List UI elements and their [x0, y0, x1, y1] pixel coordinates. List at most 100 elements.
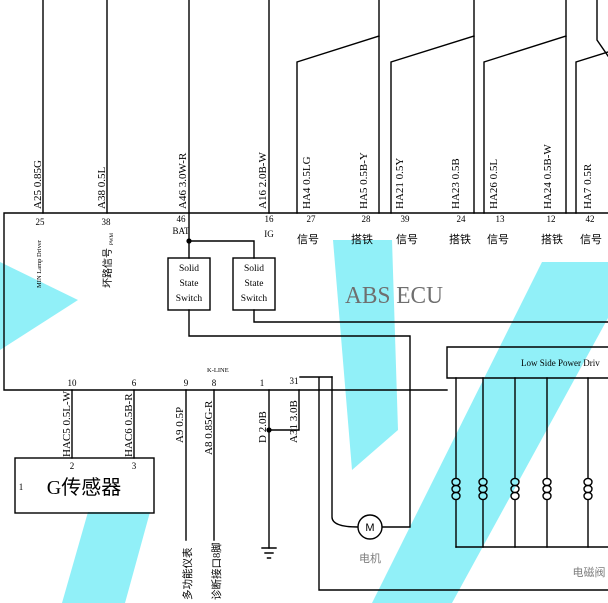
wire-label: HAC5 0.5L-W	[61, 390, 73, 457]
ig-label: IG	[264, 229, 274, 239]
bat-label: BAT	[172, 226, 190, 236]
switch-text: Switch	[176, 294, 203, 304]
pin-number: 28	[362, 214, 372, 224]
low-side-driver: Low Side Power Driv	[446, 346, 608, 379]
solenoid-coil	[542, 377, 552, 548]
watermark-shape-center	[333, 240, 398, 470]
wire-label: A46 3.0W-R	[177, 152, 189, 209]
solenoid-coils: 电磁阀	[451, 377, 608, 579]
pin-number: 1	[260, 378, 265, 388]
g-sensor-pin: 1	[19, 482, 24, 492]
pin-number: 39	[401, 214, 411, 224]
wire-label: A25 0.85G	[32, 160, 44, 209]
switch-text: State	[180, 279, 199, 289]
driver-label: Low Side Power Driv	[521, 358, 600, 368]
signal-label: 信号	[580, 233, 602, 246]
pump-motor: M 电机	[357, 514, 383, 565]
pin-number: 12	[547, 214, 556, 224]
switch-text: Switch	[241, 294, 268, 304]
pin-number: 42	[586, 214, 595, 224]
g-sensor-box	[14, 457, 155, 514]
motor-symbol	[357, 514, 383, 540]
pwm-label: PWM	[110, 233, 115, 246]
wire-label: HAC6 0.5B-R	[123, 393, 135, 457]
top-pin-numbers: 25 38 46 16 27 28 39 24 13 12 42	[36, 214, 595, 227]
g-sensor-pin: 2	[70, 461, 75, 471]
driver-box	[446, 346, 608, 379]
junction-dot	[266, 427, 272, 433]
pin-number: 10	[68, 378, 78, 388]
motor-label: 电机	[359, 551, 381, 565]
motor-supply-wire	[188, 309, 411, 528]
signal-label: 信号	[297, 233, 319, 246]
solenoid-coil	[583, 377, 593, 548]
pin-number: 38	[102, 217, 112, 227]
wire-label: A31 3.0B	[288, 400, 300, 443]
bottom-wire-labels: HAC5 0.5L-W HAC6 0.5B-R A9 0.5P A8 0.85G…	[61, 390, 300, 457]
pin-number: 24	[457, 214, 467, 224]
pin-number: 16	[265, 214, 275, 224]
watermark-shape-diagonal	[372, 262, 608, 603]
instrument-cluster-label: 多功能仪表	[181, 547, 194, 600]
top-wire-labels: A25 0.85G A38 0.5L A46 3.0W-R A16 2.0B-W…	[32, 144, 594, 209]
bottom-pin-numbers: 10 6 9 8 1 31 K-LINE	[68, 367, 299, 388]
wire-label: HA24 0.5B-W	[542, 144, 554, 209]
ecu-outline	[3, 212, 608, 391]
ground-label: 搭铁	[351, 233, 373, 246]
g-sensor-pin: 3	[132, 461, 137, 471]
solenoid-coil	[510, 377, 520, 548]
g-sensor-title: G传感器	[47, 476, 121, 499]
wire-label: HA4 0.5LG	[301, 156, 313, 209]
destinations: 多功能仪表 诊断接口8脚	[181, 542, 223, 600]
wire-label: HA26 0.5L	[488, 159, 500, 209]
wire-label: A9 0.5P	[174, 407, 186, 443]
wire-a31-ground	[268, 389, 300, 431]
switch-text: Solid	[244, 264, 264, 274]
ecu-title: ABS ECU	[345, 283, 443, 309]
pin-function-labels: MIN Lamp Driver 坏路信号 PWM BAT IG 信号 搭铁 信号…	[36, 226, 602, 288]
wire-label: A8 0.85G-R	[203, 400, 215, 455]
solenoid-supply-wire	[253, 309, 608, 323]
wire-label: A16 2.0B-W	[257, 152, 269, 209]
wire-label: HA7 0.5R	[582, 163, 594, 209]
ground-symbol	[261, 547, 277, 559]
diagnostic-port-label: 诊断接口8脚	[210, 542, 223, 600]
wire-label: D 2.0B	[257, 411, 269, 443]
switch-text: State	[245, 279, 264, 289]
wire-label: HA21 0.5Y	[394, 158, 406, 209]
signal-label: 信号	[487, 233, 509, 246]
watermark-shape-lower-left	[62, 512, 150, 603]
switch-text: Solid	[179, 264, 199, 274]
wire-label: HA23 0.5B	[450, 158, 462, 209]
ground-label: 搭铁	[449, 233, 471, 246]
solenoid-coil	[478, 377, 488, 548]
solenoid-coil	[451, 377, 461, 548]
motor-ground-wire	[299, 376, 608, 591]
mil-driver-label: MIN Lamp Driver	[36, 239, 43, 288]
wire-ha21	[390, 35, 475, 214]
bottom-harness-wires	[71, 376, 608, 591]
rough-road-label: 坏路信号	[101, 248, 114, 288]
wire-ha7	[575, 51, 608, 214]
pin-number: 25	[36, 217, 46, 227]
wire-label: A38 0.5L	[96, 167, 108, 209]
g-sensor: G传感器 1 2 3	[14, 457, 155, 514]
watermark	[0, 240, 608, 603]
bat-branch-wire	[188, 240, 255, 259]
motor-letter: M	[365, 522, 374, 534]
wire-edge-pair	[596, 0, 608, 57]
pin-number: 27	[307, 214, 317, 224]
signal-label: 信号	[396, 233, 418, 246]
pin-number: 8	[212, 378, 217, 388]
pin-number: 31	[290, 376, 299, 386]
wire-ha26	[483, 35, 567, 214]
motor-lead-wire	[331, 376, 359, 528]
junction-dot	[186, 238, 192, 244]
pin-number: 6	[132, 378, 137, 388]
pin-number: 9	[184, 378, 189, 388]
wire-ha4	[296, 35, 380, 214]
pin-number: 46	[177, 214, 187, 224]
pin-number: 13	[496, 214, 506, 224]
solid-state-switches: Solid State Switch Solid State Switch	[167, 238, 608, 528]
